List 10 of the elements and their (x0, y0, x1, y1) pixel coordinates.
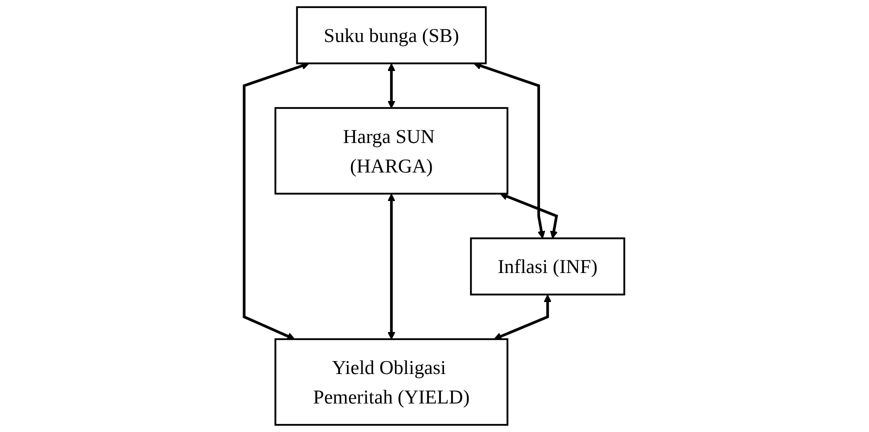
node-box: Suku bunga (SB) (296, 6, 487, 64)
arrow (243, 62, 310, 340)
arrow (388, 63, 396, 108)
arrow (494, 294, 552, 340)
node-box: Harga SUN (HARGA) (274, 107, 509, 195)
node-box: Yield Obligasi Pemeritah (YIELD) (274, 338, 509, 426)
arrow (474, 62, 546, 239)
arrow (388, 194, 396, 340)
node-box: Inflasi (INF) (470, 237, 626, 296)
arrow (500, 192, 558, 239)
